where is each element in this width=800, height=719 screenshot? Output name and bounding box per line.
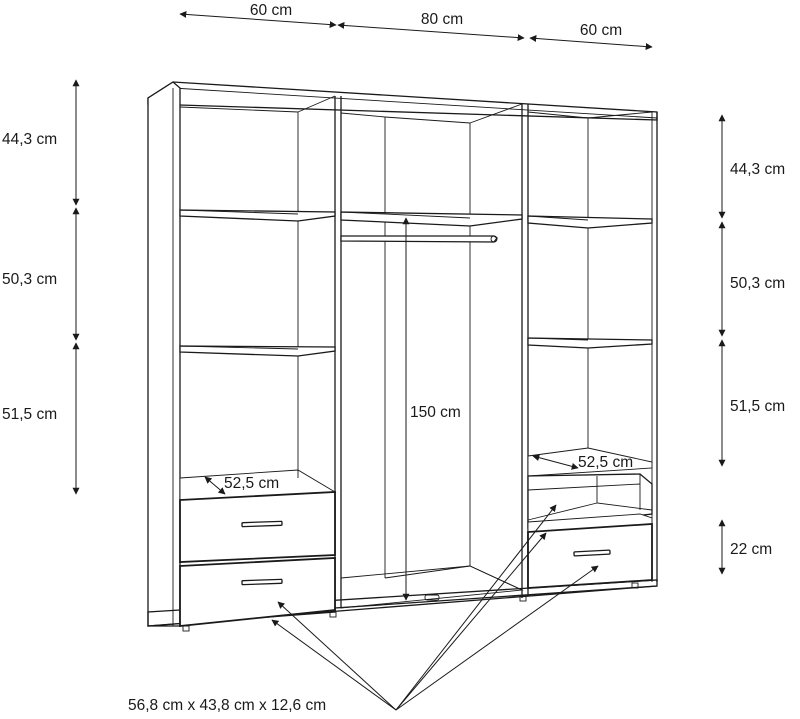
drawer-handle-1 bbox=[241, 520, 283, 528]
label-width-center: 80 cm bbox=[421, 11, 463, 28]
label-hanging-height: 150 cm bbox=[410, 404, 461, 421]
label-height-mid-left: 50,3 cm bbox=[2, 271, 57, 288]
label-shelf-depth-left: 52,5 cm bbox=[224, 475, 279, 492]
label-height-bottom-left: 51,5 cm bbox=[2, 406, 57, 423]
center-compartment bbox=[340, 103, 529, 609]
right-compartment bbox=[527, 111, 653, 589]
floor-latch bbox=[424, 594, 440, 601]
label-width-left: 60 cm bbox=[250, 2, 292, 19]
dimension-labels: 60 cm 80 cm 60 cm 44,3 cm 50,3 cm 51,5 c… bbox=[2, 2, 785, 714]
left-compartment bbox=[179, 95, 342, 627]
label-drawer-height: 22 cm bbox=[730, 541, 772, 558]
label-height-mid-right: 50,3 cm bbox=[730, 275, 785, 292]
label-shelf-depth-right: 52,5 cm bbox=[578, 454, 633, 471]
label-height-bottom-right: 51,5 cm bbox=[730, 398, 785, 415]
drawer-handle-3 bbox=[573, 549, 611, 557]
label-drawer-size: 56,8 cm x 43,8 cm x 12,6 cm bbox=[128, 697, 326, 714]
wardrobe-body bbox=[147, 81, 658, 632]
drawer-handle-2 bbox=[241, 578, 283, 586]
label-width-right: 60 cm bbox=[580, 22, 622, 39]
label-height-top-right: 44,3 cm bbox=[730, 161, 785, 178]
label-height-top-left: 44,3 cm bbox=[2, 131, 57, 148]
dimension-lines bbox=[72, 10, 726, 711]
